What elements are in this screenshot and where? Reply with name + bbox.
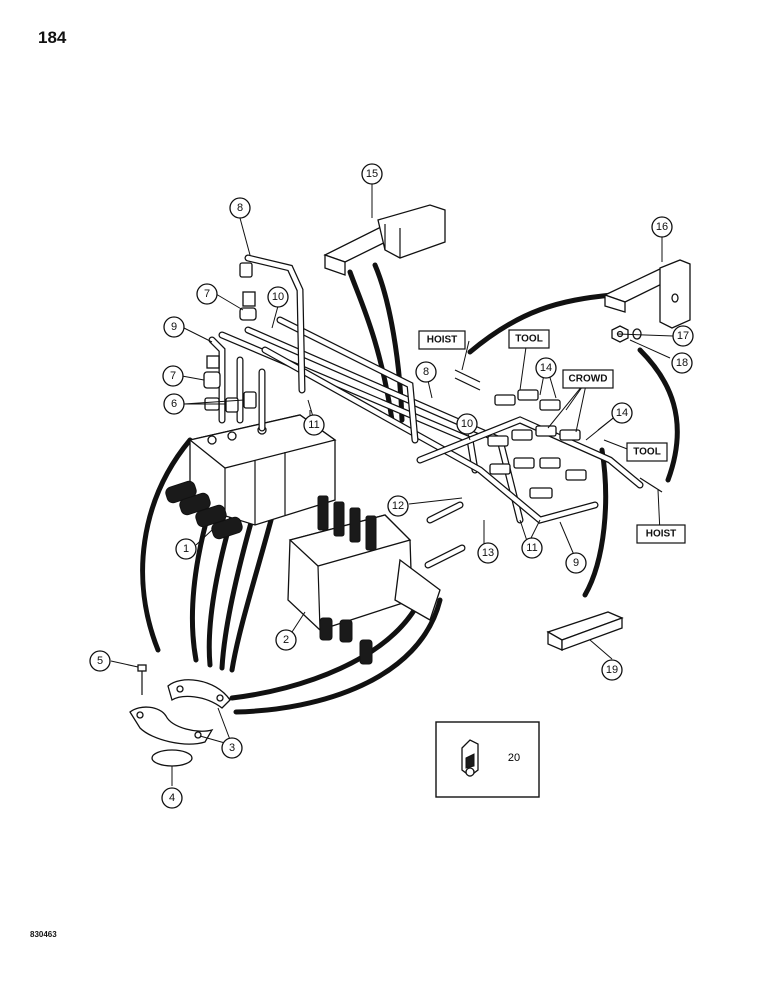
hose-16-right: [637, 347, 680, 483]
hose-to-flange-1: [229, 597, 423, 701]
svg-text:10: 10: [461, 418, 473, 430]
callout-16: 16: [651, 216, 673, 238]
svg-text:HOIST: HOIST: [427, 335, 458, 346]
svg-text:9: 9: [171, 321, 177, 333]
svg-text:6: 6: [171, 398, 177, 410]
callout-14-upper: 14: [535, 357, 557, 379]
callout-2: 2: [275, 629, 297, 651]
svg-text:17: 17: [677, 330, 689, 342]
callout-18: 18: [671, 352, 693, 374]
svg-text:11: 11: [308, 419, 319, 431]
callout-11-lower: 11: [521, 537, 543, 559]
hose-fittings-bank: [454, 369, 663, 499]
bracket-15: [323, 204, 446, 276]
svg-text:9: 9: [573, 557, 579, 569]
callout-10-lower: 10: [456, 413, 478, 435]
hose-tool-upper: [467, 292, 615, 355]
callout-17: 17: [672, 325, 694, 347]
inset-label: 20: [508, 752, 520, 764]
bracket-19: [546, 611, 624, 651]
tag-tool-top: TOOL: [508, 329, 550, 349]
svg-text:14: 14: [616, 407, 628, 419]
svg-text:7: 7: [204, 288, 210, 300]
tag-hoist-bottom: HOIST: [636, 524, 686, 544]
svg-text:4: 4: [169, 792, 175, 804]
callout-5: 5: [89, 650, 111, 672]
page-number: 184: [38, 28, 67, 47]
svg-text:CROWD: CROWD: [569, 374, 608, 385]
callout-6: 6: [163, 393, 185, 415]
callout-7-upper: 7: [196, 283, 218, 305]
svg-text:12: 12: [392, 500, 404, 512]
flange-assembly: [129, 664, 231, 767]
inset-clip-detail: 20: [435, 721, 540, 798]
svg-text:3: 3: [229, 742, 235, 754]
short-hoses: [424, 501, 466, 569]
tag-crowd: CROWD: [562, 369, 614, 389]
callout-9-upper: 9: [163, 316, 185, 338]
hose-left-outer: [140, 437, 193, 653]
svg-text:8: 8: [423, 366, 429, 378]
hose-19-up: [582, 447, 609, 598]
svg-text:11: 11: [526, 542, 537, 554]
svg-text:TOOL: TOOL: [515, 334, 543, 345]
callout-11-upper: 11: [303, 414, 325, 436]
callout-1: 1: [175, 538, 197, 560]
callout-3: 3: [221, 737, 243, 759]
svg-text:19: 19: [606, 664, 618, 676]
figure-code: 830463: [30, 930, 57, 939]
svg-text:8: 8: [237, 202, 243, 214]
callout-13: 13: [477, 542, 499, 564]
callout-14-right: 14: [611, 402, 633, 424]
callout-4: 4: [161, 787, 183, 809]
bracket-16: [603, 259, 691, 329]
svg-text:14: 14: [540, 362, 552, 374]
callout-8-upper: 8: [229, 197, 251, 219]
control-valve-1: [165, 414, 337, 540]
callout-19: 19: [601, 659, 623, 681]
svg-text:15: 15: [366, 168, 378, 180]
svg-text:7: 7: [170, 370, 176, 382]
svg-text:18: 18: [676, 357, 688, 369]
hose-to-flange-2: [233, 597, 443, 715]
callout-15: 15: [361, 163, 383, 185]
svg-text:HOIST: HOIST: [646, 529, 677, 540]
callout-7-lower: 7: [162, 365, 184, 387]
control-valve-2: [287, 495, 441, 665]
svg-text:10: 10: [272, 291, 284, 303]
callout-10-upper: 10: [267, 286, 289, 308]
svg-text:2: 2: [283, 634, 289, 646]
callout-9-lower: 9: [565, 552, 587, 574]
svg-text:16: 16: [656, 221, 668, 233]
svg-text:5: 5: [97, 655, 103, 667]
svg-text:13: 13: [482, 547, 494, 559]
callout-12: 12: [387, 495, 409, 517]
svg-text:TOOL: TOOL: [633, 447, 661, 458]
tag-hoist-top: HOIST: [418, 330, 466, 350]
callout-8-lower: 8: [415, 361, 437, 383]
svg-text:1: 1: [183, 543, 189, 555]
tag-tool-right: TOOL: [626, 442, 668, 462]
